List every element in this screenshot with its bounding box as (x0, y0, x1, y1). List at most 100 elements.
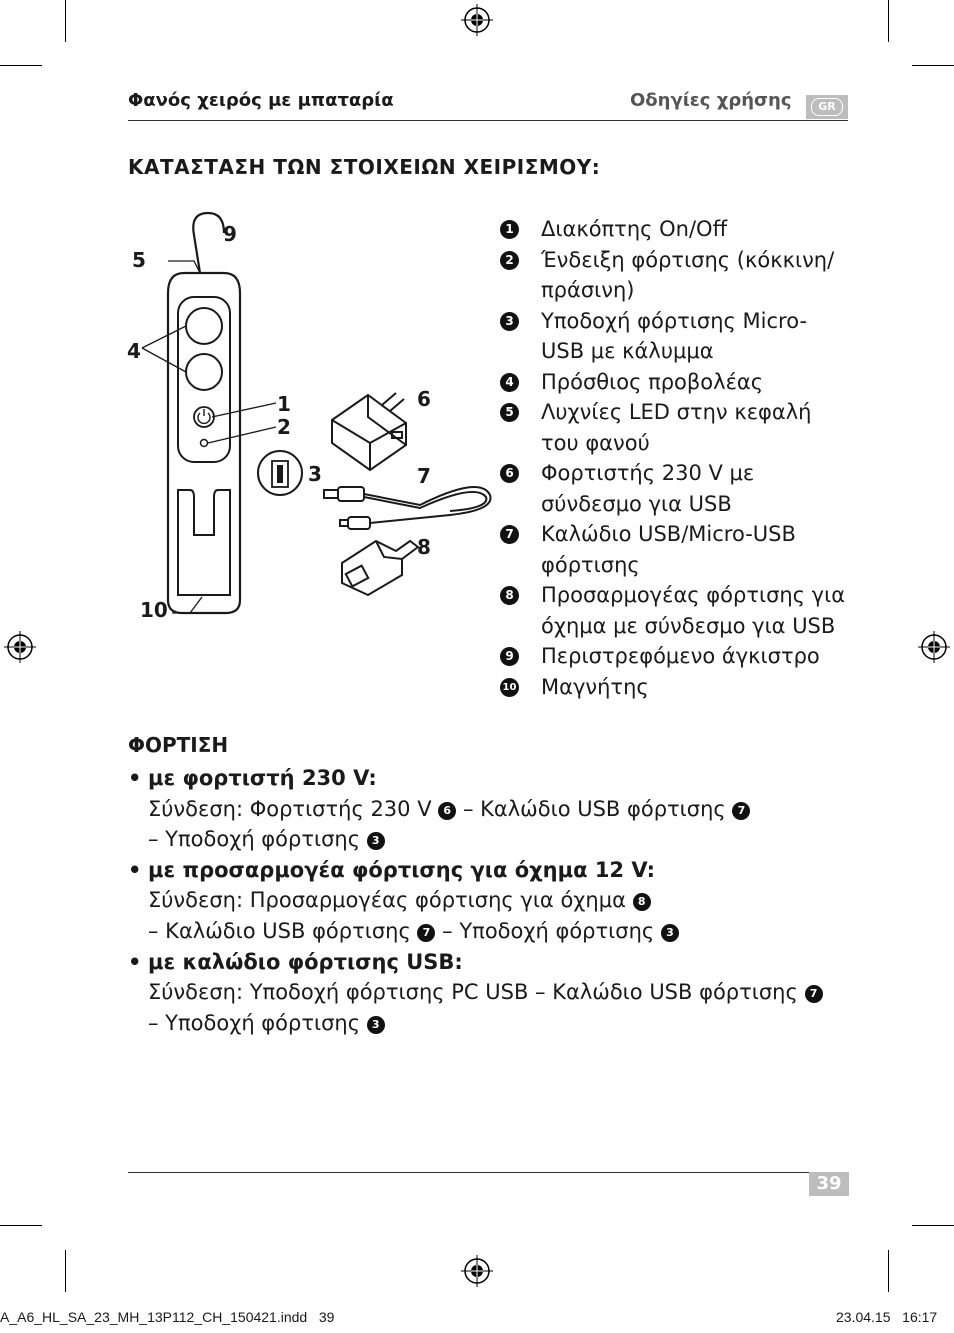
crop-mark (0, 65, 42, 66)
connection-text: – Υποδοχή φόρτισης (442, 918, 655, 943)
hook-icon (192, 211, 226, 274)
legend-number: 7 (500, 525, 519, 544)
connection-text: Σύνδεση: Φορτιστής 230 V (148, 796, 432, 821)
product-diagram: 5 9 4 1 2 3 6 7 8 10 (127, 211, 492, 622)
legend-text: Καλώδιο USB/Micro-USB φόρτισης (541, 522, 796, 577)
legend-text: Λυχνίες LED στην κεφαλή του φανού (541, 400, 812, 455)
connection-text: Σύνδεση: Προσαρμογέας φόρτισης για όχημα (148, 888, 626, 913)
charging-title: ΦΟΡΤΙΣΗ (128, 733, 229, 757)
charging-item-heading: με φορτιστή 230 V: (148, 766, 377, 790)
connection-text: – Υποδοχή φόρτισης (148, 1010, 361, 1035)
callout-7: 7 (417, 464, 431, 488)
component-legend: 1 Διακόπτης On/Off 2 Ένδειξη φόρτισης (κόκ… (500, 214, 850, 702)
legend-number: 1 (500, 220, 519, 239)
ref-number: 6 (438, 801, 457, 820)
crop-mark (888, 0, 889, 42)
print-slug-filename: A_A6_HL_SA_23_MH_13P112_CH_150421.indd 3… (0, 1309, 335, 1325)
callout-2: 2 (277, 415, 291, 439)
legend-text: Διακόπτης On/Off (541, 217, 728, 241)
section-title: ΚΑΤΑΣΤΑΣΗ ΤΩΝ ΣΤΟΙΧΕΙΩΝ ΧΕΙΡΙΣΜΟΥ: (128, 155, 601, 179)
legend-text: Φορτιστής 230 V με σύνδεσμο για USB (541, 461, 755, 516)
legend-number: 3 (500, 311, 519, 331)
front-spotlight-lower (185, 353, 223, 391)
crop-mark (912, 1225, 954, 1226)
charging-item: • με προσαρμογέα φόρτισης για όχημα 12 V… (128, 855, 848, 947)
ref-number: 8 (632, 893, 651, 912)
callout-10: 10 (140, 598, 168, 622)
ref-number: 7 (804, 985, 823, 1004)
legend-number: 8 (500, 586, 519, 605)
crop-mark (888, 1250, 889, 1292)
legend-number: 4 (500, 372, 519, 392)
crop-mark (65, 1250, 66, 1292)
legend-text: Μαγνήτης (541, 674, 649, 699)
charging-item-line: Σύνδεση: Προσαρμογέας φόρτισης για όχημα… (148, 885, 848, 916)
bullet: • (128, 857, 142, 882)
front-spotlight-upper (185, 307, 223, 345)
print-slug-timestamp: 23.04.15 16:17 (836, 1309, 938, 1325)
callout-1: 1 (277, 392, 291, 416)
handle-grip (177, 489, 231, 596)
charge-indicator (199, 438, 209, 448)
registration-mark-icon (918, 631, 950, 663)
crop-mark (0, 1225, 42, 1226)
ref-number: 3 (660, 923, 679, 942)
usb-cable-icon (323, 486, 492, 530)
ref-number: 7 (417, 923, 436, 942)
led-head-panel (177, 296, 231, 463)
charging-item-line: – Υποδοχή φόρτισης 3 (148, 824, 848, 855)
crop-mark (912, 65, 954, 66)
legend-item: 1 Διακόπτης On/Off (500, 214, 850, 245)
legend-item: 2 Ένδειξη φόρτισης (κόκκινη/πράσινη) (500, 245, 850, 306)
registration-mark-icon (461, 1255, 493, 1287)
charging-item: • με καλώδιο φόρτισης USB: Σύνδεση: Υποδ… (128, 947, 848, 1039)
connection-text: – Καλώδιο USB φόρτισης (148, 918, 411, 943)
callout-8: 8 (417, 535, 431, 559)
legend-number: 10 (500, 677, 519, 697)
legend-item: 7 Καλώδιο USB/Micro-USB φόρτισης (500, 519, 850, 580)
leader-lines (141, 260, 277, 614)
page-number: 39 (809, 1172, 849, 1196)
wall-charger-icon (331, 392, 407, 472)
connection-text: – Καλώδιο USB φόρτισης (462, 796, 726, 821)
legend-number: 6 (500, 464, 519, 483)
language-badge: GR (806, 95, 848, 119)
footer-divider (128, 1172, 848, 1173)
legend-text: Περιστρεφόμενο άγκιστρο (541, 644, 820, 668)
legend-item: 8 Προσαρμογέας φόρτισης για όχημα με σύνδ… (500, 580, 850, 641)
bullet: • (128, 766, 142, 790)
bullet: • (128, 949, 142, 974)
charging-item-line: – Υποδοχή φόρτισης 3 (148, 1008, 848, 1039)
callout-4: 4 (127, 339, 141, 363)
callout-9: 9 (223, 222, 237, 246)
charging-list: • με φορτιστή 230 V: Σύνδεση: Φορτιστής … (128, 763, 848, 1038)
registration-mark-icon (461, 4, 493, 36)
header-manual-title: Οδηγίες χρήσης (630, 90, 792, 111)
legend-text: Προσαρμογέας φόρτισης για όχημα με σύνδε… (541, 583, 846, 638)
header-divider (128, 120, 848, 121)
connection-text: Σύνδεση: Υποδοχή φόρτισης PC USB – Καλώδ… (148, 980, 798, 1005)
charging-item-line: – Καλώδιο USB φόρτισης 7 – Υποδοχή φόρτι… (148, 916, 848, 947)
legend-item: 10 Μαγνήτης (500, 672, 850, 703)
legend-number: 5 (500, 403, 519, 422)
legend-text: Ένδειξη φόρτισης (κόκκινη/πράσινη) (541, 247, 835, 303)
legend-item: 6 Φορτιστής 230 V με σύνδεσμο για USB (500, 458, 850, 519)
charging-item-heading: με προσαρμογέα φόρτισης για όχημα 12 V: (148, 857, 656, 882)
callout-5: 5 (132, 248, 146, 272)
ref-number: 3 (366, 1015, 385, 1034)
ref-number: 7 (732, 801, 751, 820)
ref-number: 3 (366, 832, 385, 851)
registration-mark-icon (4, 631, 36, 663)
car-adapter-icon (341, 539, 420, 597)
header-product-title: Φανός χειρός με μπαταρία (128, 90, 394, 111)
lamp-body (166, 271, 242, 615)
legend-number: 2 (500, 250, 519, 270)
charging-item-line: Σύνδεση: Υποδοχή φόρτισης PC USB – Καλώδ… (148, 977, 848, 1008)
charging-item-heading: με καλώδιο φόρτισης USB: (148, 949, 463, 974)
language-badge-label: GR (811, 98, 843, 116)
legend-text: Υποδοχή φόρτισης Micro-USB με κάλυμμα (541, 308, 808, 364)
legend-item: 5 Λυχνίες LED στην κεφαλή του φανού (500, 397, 850, 458)
crop-mark (65, 0, 66, 42)
